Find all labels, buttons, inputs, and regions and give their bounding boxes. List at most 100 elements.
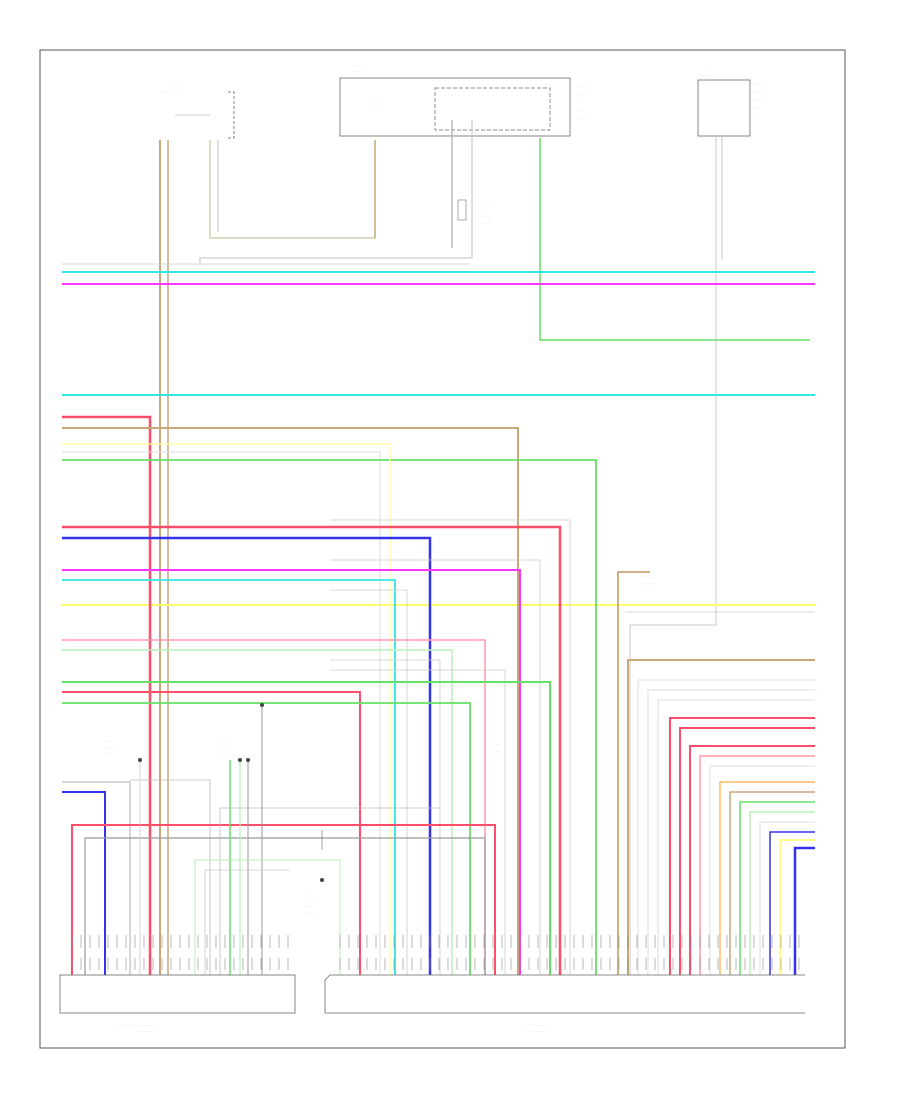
svg-text:·: · xyxy=(822,395,823,399)
svg-text:· · · · · ·: · · · · · · xyxy=(575,93,585,97)
svg-text:·: · xyxy=(48,650,49,654)
svg-text:· · ·: · · · xyxy=(305,892,310,896)
svg-text:·: · xyxy=(48,272,49,276)
svg-text:·: · xyxy=(48,417,49,421)
svg-text:·: · xyxy=(822,284,823,288)
svg-text:· · · · · · · · · · · ·: · · · · · · · · · · · · xyxy=(525,1029,546,1033)
svg-text:· · · · ·: · · · · · xyxy=(305,898,313,902)
diagram-frame xyxy=(39,49,846,1049)
bottom-left-harness xyxy=(71,705,496,975)
svg-text:·: · xyxy=(48,792,49,796)
left-wire-group-3 xyxy=(62,639,551,975)
left-wire-group-4 xyxy=(62,779,211,975)
svg-text:·: · xyxy=(48,782,49,786)
svg-text:·: · xyxy=(48,428,49,432)
svg-text:·: · xyxy=(48,452,49,456)
horizontal-bus-wires xyxy=(62,263,815,613)
svg-text:· · · · · ·: · · · · · · xyxy=(642,575,652,579)
svg-text:·: · xyxy=(822,660,823,664)
svg-text:·: · xyxy=(48,640,49,644)
svg-text:·: · xyxy=(822,718,823,722)
svg-text:· · · · · ·: · · · · · · xyxy=(700,73,710,77)
svg-text:· · · · ·: · · · · · xyxy=(220,739,228,743)
ground-symbols xyxy=(138,703,324,882)
bottom-left-control-unit: · · · · · · · · · · · · · · · · · · · · … xyxy=(59,974,296,1033)
top-right-module: · · · · · · · · · · · · · · · · · · · · … xyxy=(697,67,766,137)
svg-text:·: · xyxy=(822,746,823,750)
svg-text:·: · xyxy=(48,527,49,531)
svg-text:·: · xyxy=(48,538,49,542)
bottom-right-junction-unit: · · · · · · · · · · · · · · · · · · · · … xyxy=(324,974,805,1033)
svg-text:· · · · · ·: · · · · · · xyxy=(220,745,230,749)
svg-text:·: · xyxy=(822,822,823,826)
svg-text:·: · xyxy=(822,272,823,276)
svg-text:·: · xyxy=(48,692,49,696)
svg-text:· · · ·: · · · · xyxy=(575,101,582,105)
svg-text:·: · xyxy=(48,703,49,707)
svg-text:· · · · ·: · · · · · xyxy=(492,748,500,752)
svg-text:·: · xyxy=(822,700,823,704)
svg-text:·: · xyxy=(822,612,823,616)
svg-text:· · · · · ·: · · · · · · xyxy=(575,117,585,121)
svg-text:· · · ·: · · · · xyxy=(752,113,759,117)
svg-text:· · · ·: · · · · xyxy=(305,904,312,908)
svg-text:· · · · · ·: · · · · · · xyxy=(642,587,652,591)
svg-text:·: · xyxy=(822,690,823,694)
svg-text:·: · xyxy=(48,580,49,584)
svg-text:· · · · ·: · · · · · xyxy=(482,203,490,207)
svg-text:·: · xyxy=(822,840,823,844)
svg-text:· · · · ·: · · · · · xyxy=(482,221,490,225)
svg-text:·: · xyxy=(822,605,823,609)
top-left-sensor: · · · · · · · · · · · · · · · xyxy=(160,83,235,139)
top-center-module: · · · · · · · · · · · · · · · · · · · · … xyxy=(339,63,587,137)
svg-text:· · · · · · · · · · · · · · ·: · · · · · · · · · · · · · · · · · · · · … xyxy=(115,1023,153,1027)
svg-text:·: · xyxy=(48,284,49,288)
svg-text:· · · · · · ·: · · · · · · · xyxy=(575,85,587,89)
svg-text:· · · · ·: · · · · · xyxy=(575,109,583,113)
svg-text:· · · ·: · · · · xyxy=(448,93,455,97)
svg-text:· · · ·: · · · · xyxy=(702,67,709,71)
svg-text:·: · xyxy=(822,756,823,760)
right-wire-fan xyxy=(617,571,815,975)
svg-text:·: · xyxy=(822,340,823,344)
svg-text:· · · · · ·: · · · · · · xyxy=(104,745,114,749)
svg-text:· · ·: · · · xyxy=(373,97,378,101)
svg-text:· · · · ·: · · · · · xyxy=(354,63,362,67)
left-wire-group-2 xyxy=(62,519,571,975)
svg-text:· · · · · ·: · · · · · · xyxy=(482,215,492,219)
svg-text:· · · · · · · ·: · · · · · · · · xyxy=(752,89,766,93)
svg-text:·: · xyxy=(48,395,49,399)
svg-text:· · · · · ·: · · · · · · xyxy=(305,910,315,914)
svg-text:· · · · ·: · · · · · xyxy=(220,751,228,755)
svg-text:· · · · ·: · · · · · xyxy=(104,739,112,743)
svg-text:·: · xyxy=(48,682,49,686)
svg-text:· · · · · ·: · · · · · · xyxy=(752,97,762,101)
left-wire-group-1 xyxy=(62,415,597,975)
svg-text:· · · · · · · · · ·: · · · · · · · · · · xyxy=(160,89,178,93)
svg-text:·: · xyxy=(822,680,823,684)
left-edge-markers: · · · · · · · · · · · · · · · · · · · · xyxy=(48,263,49,796)
inline-connector-top: · · · · · · · · · · · · · · · · · · · · xyxy=(457,199,492,225)
svg-text:· · · ·: · · · · xyxy=(492,754,499,758)
svg-text:· · · ·: · · · · xyxy=(482,209,489,213)
svg-text:·: · xyxy=(822,792,823,796)
svg-text:·: · xyxy=(48,263,49,267)
svg-text:· · · · ·: · · · · · xyxy=(752,105,760,109)
svg-text:·: · xyxy=(822,728,823,732)
svg-text:·: · xyxy=(822,802,823,806)
connector-pin-ticks xyxy=(71,935,800,970)
svg-text:· · · · · · · · · · · ·: · · · · · · · · · · · · xyxy=(135,1029,156,1033)
svg-text:·: · xyxy=(822,782,823,786)
small-labels-middle: · · · · · · · · · · · · · · · · · · · · … xyxy=(104,575,656,914)
svg-text:· · · · · · · · · ·: · · · · · · · · · · xyxy=(535,1023,553,1027)
svg-text:· · · · · · · ·: · · · · · · · · xyxy=(642,581,656,585)
svg-text:·: · xyxy=(822,832,823,836)
svg-text:· · · · · · ·: · · · · · · · xyxy=(752,81,764,85)
right-edge-markers: · · · · · · · · · · · · · · · · · · · · … xyxy=(822,272,823,852)
svg-text:·: · xyxy=(48,460,49,464)
top-vertical-wires xyxy=(159,120,810,975)
svg-text:·: · xyxy=(822,848,823,852)
svg-text:· · · · ·: · · · · · xyxy=(104,751,112,755)
